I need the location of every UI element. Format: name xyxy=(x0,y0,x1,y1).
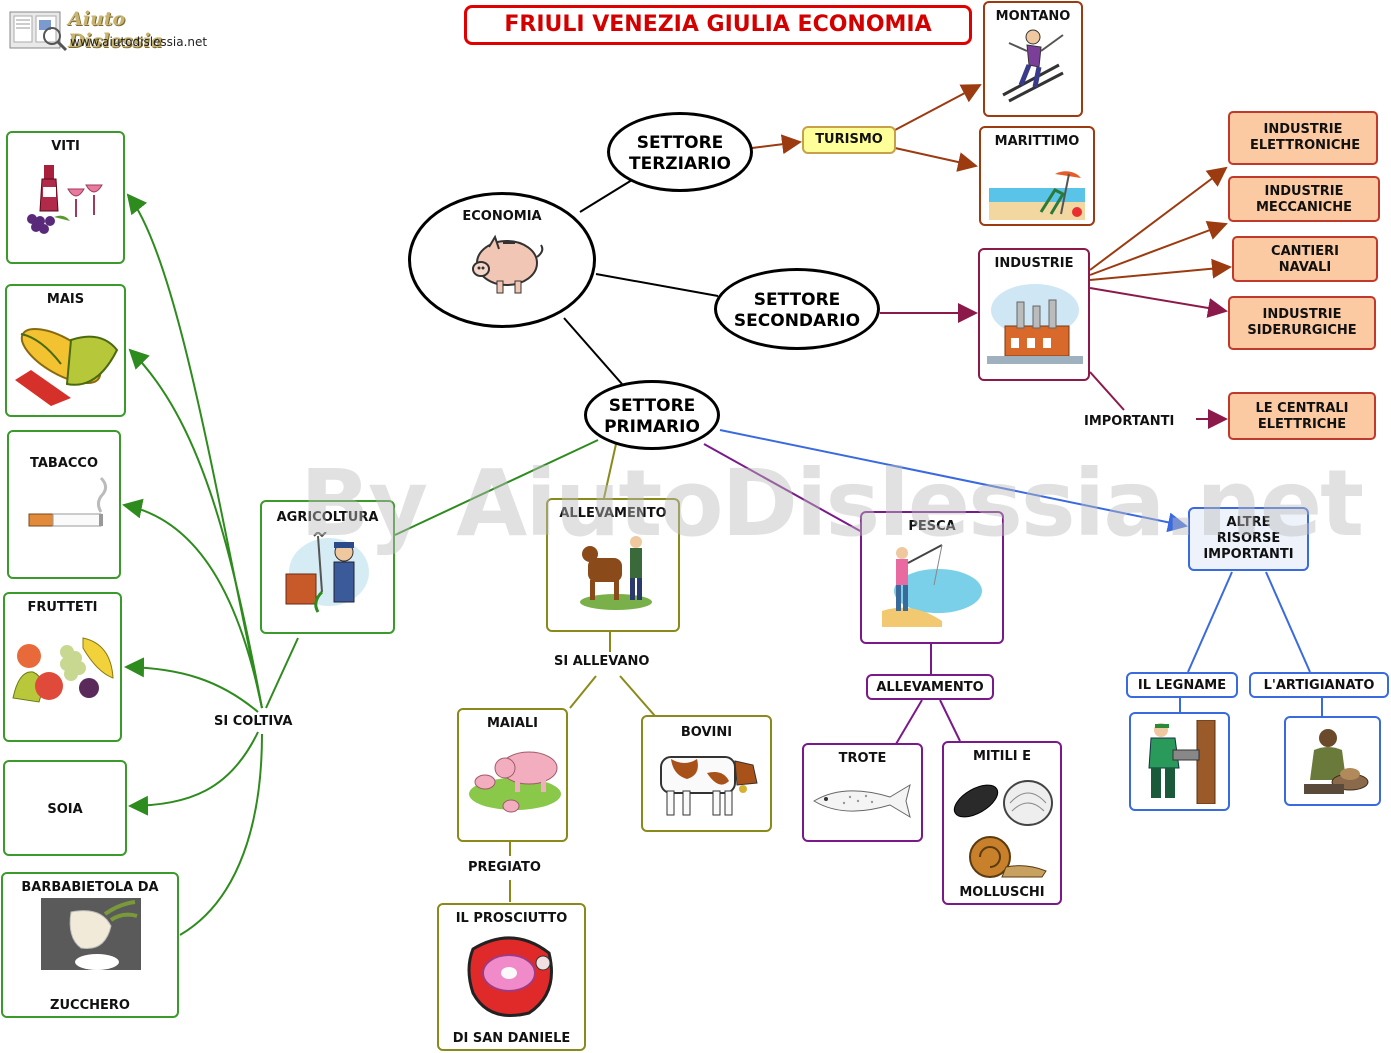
fisherman-icon xyxy=(882,544,982,627)
mais-label: MAIS xyxy=(46,292,85,307)
maiali-node[interactable]: MAIALI xyxy=(457,708,568,842)
cantieri-navali-node[interactable]: CANTIERI NAVALI xyxy=(1232,236,1378,282)
site-logo[interactable]: Aiuto Dislessia www.aiutodislessia.net xyxy=(6,6,216,56)
fruits-icon xyxy=(12,637,114,703)
legname-node[interactable]: IL LEGNAME xyxy=(1126,672,1238,698)
corn-icon xyxy=(15,328,119,406)
agricoltura-label: AGRICOLTURA xyxy=(276,510,379,525)
economia-node[interactable]: ECONOMIA xyxy=(408,192,596,328)
agricoltura-node[interactable]: AGRICOLTURA xyxy=(260,500,395,634)
turismo-node[interactable]: TURISMO xyxy=(802,126,896,154)
farmer-cow-icon xyxy=(580,536,652,610)
farmer-icon xyxy=(285,532,369,613)
pesca-label: PESCA xyxy=(908,519,956,534)
legname-picture-box[interactable] xyxy=(1129,712,1230,811)
mais-node[interactable]: MAIS xyxy=(5,284,126,417)
beach-icon xyxy=(989,171,1085,220)
soia-node[interactable]: SOIA xyxy=(3,760,127,856)
zucchero-label: ZUCCHERO xyxy=(50,998,130,1013)
factory-icon xyxy=(987,284,1083,364)
trote-node[interactable]: TROTE xyxy=(802,743,923,842)
page-title: FRIULI VENEZIA GIULIA ECONOMIA xyxy=(464,5,972,45)
industrie-meccaniche-node[interactable]: INDUSTRIE MECCANICHE xyxy=(1228,176,1380,222)
shells-snail-icon xyxy=(953,780,1053,878)
settore-secondario-label: SETTORE SECONDARIO xyxy=(733,290,861,331)
bovini-node[interactable]: BOVINI xyxy=(641,715,772,832)
turismo-label: TURISMO xyxy=(815,132,883,147)
importanti-label: IMPORTANTI xyxy=(1084,414,1175,429)
soia-label: SOIA xyxy=(47,802,83,817)
tabacco-node[interactable]: TABACCO xyxy=(7,430,121,579)
industrie-elettroniche-label: INDUSTRIE ELETTRONICHE xyxy=(1250,122,1361,153)
wine-grapes-icon xyxy=(27,165,103,234)
cigarette-icon xyxy=(28,476,108,527)
allevamento-node[interactable]: ALLEVAMENTO xyxy=(546,498,680,632)
frutteti-node[interactable]: FRUTTETI xyxy=(3,592,122,742)
mitili-molluschi-node[interactable]: MITILI E MOLLUSCHI xyxy=(942,741,1062,905)
frutteti-label: FRUTTETI xyxy=(27,600,98,615)
altre-risorse-label: ALTRE RISORSE IMPORTANTI xyxy=(1203,515,1294,562)
altre-risorse-node[interactable]: ALTRE RISORSE IMPORTANTI xyxy=(1188,507,1309,571)
cow-icon xyxy=(660,756,758,816)
marittimo-label: MARITTIMO xyxy=(994,134,1080,149)
prosciutto-label: IL PROSCIUTTO xyxy=(455,911,568,926)
mitili-label: MITILI E xyxy=(972,749,1031,764)
tabacco-label: TABACCO xyxy=(29,456,99,471)
maiali-label: MAIALI xyxy=(486,716,539,731)
artigianato-label: L'ARTIGIANATO xyxy=(1263,678,1375,693)
artisan-icon xyxy=(1304,729,1369,794)
settore-primario-node[interactable]: SETTORE PRIMARIO xyxy=(584,380,720,450)
pigs-icon xyxy=(469,751,561,813)
bovini-label: BOVINI xyxy=(680,725,733,740)
viti-label: VITI xyxy=(51,139,80,154)
skier-icon xyxy=(1002,29,1064,103)
ham-icon xyxy=(467,936,553,1017)
pregiato-label: PREGIATO xyxy=(468,860,541,875)
trote-label: TROTE xyxy=(838,751,887,766)
piggy-bank-icon xyxy=(472,234,544,294)
barbabietola-label: BARBABIETOLA DA xyxy=(21,880,159,895)
settore-primario-label: SETTORE PRIMARIO xyxy=(604,396,700,437)
barbabietola-node[interactable]: BARBABIETOLA DA ZUCCHERO xyxy=(1,872,179,1018)
si-allevano-label: SI ALLEVANO xyxy=(554,654,650,669)
settore-secondario-node[interactable]: SETTORE SECONDARIO xyxy=(714,268,880,350)
si-coltiva-label: SI COLTIVA xyxy=(214,714,293,729)
centrali-elettriche-node[interactable]: LE CENTRALI ELETTRICHE xyxy=(1228,392,1376,440)
viti-node[interactable]: VITI xyxy=(6,131,125,264)
prosciutto-node[interactable]: IL PROSCIUTTO DI SAN DANIELE xyxy=(437,903,586,1051)
industrie-elettroniche-node[interactable]: INDUSTRIE ELETTRONICHE xyxy=(1228,111,1378,165)
logo-text: Aiuto Dislessia xyxy=(68,8,163,52)
industrie-meccaniche-label: INDUSTRIE MECCANICHE xyxy=(1256,184,1352,215)
sugar-beet-icon xyxy=(41,898,141,970)
pesca-node[interactable]: PESCA xyxy=(860,511,1004,644)
economia-label: ECONOMIA xyxy=(462,209,542,224)
artigianato-node[interactable]: L'ARTIGIANATO xyxy=(1249,672,1389,698)
allevamento-pesca-node[interactable]: ALLEVAMENTO xyxy=(866,674,994,700)
lumberjack-icon xyxy=(1148,720,1216,804)
allevamento-pesca-label: ALLEVAMENTO xyxy=(876,680,984,695)
book-icon xyxy=(9,11,68,52)
centrali-elettriche-label: LE CENTRALI ELETTRICHE xyxy=(1255,401,1349,432)
settore-terziario-label: SETTORE TERZIARIO xyxy=(629,133,731,174)
marittimo-node[interactable]: MARITTIMO xyxy=(979,126,1095,226)
artigianato-picture-box[interactable] xyxy=(1284,716,1381,806)
trout-icon xyxy=(813,783,911,819)
legname-label: IL LEGNAME xyxy=(1137,678,1227,693)
allevamento-label: ALLEVAMENTO xyxy=(559,506,667,521)
industrie-siderurgiche-label: INDUSTRIE SIDERURGICHE xyxy=(1247,307,1357,338)
industrie-siderurgiche-node[interactable]: INDUSTRIE SIDERURGICHE xyxy=(1228,296,1376,350)
montano-label: MONTANO xyxy=(995,9,1071,24)
industrie-node[interactable]: INDUSTRIE xyxy=(978,248,1090,381)
san-daniele-label: DI SAN DANIELE xyxy=(452,1031,571,1046)
settore-terziario-node[interactable]: SETTORE TERZIARIO xyxy=(607,112,753,192)
molluschi-label: MOLLUSCHI xyxy=(959,885,1045,900)
cantieri-navali-label: CANTIERI NAVALI xyxy=(1271,244,1339,275)
montano-node[interactable]: MONTANO xyxy=(983,1,1083,117)
logo-url: www.aiutodislessia.net xyxy=(70,35,208,49)
industrie-label: INDUSTRIE xyxy=(994,256,1074,271)
